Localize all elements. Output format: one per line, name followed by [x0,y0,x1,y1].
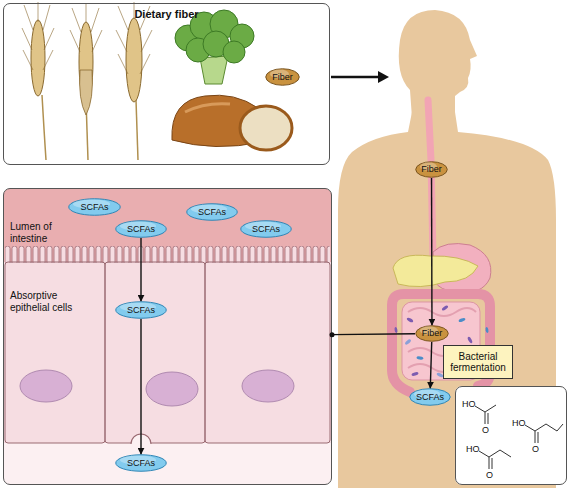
oval-shape [69,199,121,216]
esophagus [428,100,433,258]
bacterium [458,317,466,322]
oval-shape [266,69,300,86]
fiber-oval: Fiber [415,161,448,178]
scfa-oval: SCFAs [115,301,167,319]
intake-arrow [331,76,379,79]
scfa-oval: SCFAs [68,198,121,216]
wheat [22,2,152,160]
process-box: Bacterial fermentation [443,345,513,379]
bacterium [406,317,414,323]
bread [172,95,292,150]
chemical-symbol: O [532,444,539,454]
oval-shape [241,221,292,238]
wheat-ear [31,20,45,96]
region-label: Absorptive epithelial cells [10,290,94,313]
bacterium [416,356,423,360]
structure-panel: HOOHOOHOO [455,386,567,485]
panel-heading: Dietary fiber [3,8,330,21]
wheat-stem [42,95,46,160]
node-label: SCFAs [127,224,155,234]
chemical-symbol: HO [466,444,480,454]
flow-arrow [431,178,433,325]
scfa-oval: SCFAs [115,454,167,472]
node-label: Bacterial fermentation [446,351,510,374]
chemical-structures [475,405,563,469]
nucleus [20,370,72,402]
nucleus [242,370,294,402]
bread-highlight [185,104,230,112]
chemical-symbol: HO [512,418,526,428]
node-label: SCFAs [198,207,226,217]
oval-shape [416,162,448,178]
scfa-oval: SCFAs [240,220,292,238]
epithelial-cell [105,262,205,443]
arrow-head [378,71,389,83]
microvilli [5,246,330,263]
transporter-channel [131,434,151,444]
butyrate-bonds [525,424,563,431]
node-label: SCFAs [127,458,155,468]
bacterium [441,305,449,312]
chemical-symbol: O [482,425,489,435]
basal-side [4,443,332,485]
node-label: Fiber [422,328,443,338]
flow-arrow [140,238,141,301]
epithelium [4,189,332,485]
cell-layer [4,262,332,443]
node-label: SCFAs [127,305,155,315]
carbonyl-bond [535,431,538,443]
head [399,10,477,118]
wheat-awns [22,2,54,70]
oval-shape [116,221,167,238]
oval-shape [116,455,167,472]
chemical-symbol: HO [462,399,476,409]
intestine-coil [408,308,476,316]
scfa-oval: SCFAs [115,220,167,238]
bacterium [411,372,419,377]
oval-shape [416,326,449,342]
bread-slice [240,106,292,150]
carbonyl-bond [485,412,488,424]
bacterium [467,336,473,344]
scfa-oval: SCFAs [186,203,238,221]
oval-shape [116,302,167,319]
acetate-bonds [475,405,496,412]
bacterium [394,327,398,333]
region-label: Lumen of intestine [10,221,72,244]
broccoli [175,10,254,84]
oval-shape [410,389,451,406]
wheat-stem [136,100,138,160]
lumen [4,189,332,265]
fiber-oval: Fiber [265,68,300,86]
node-label: SCFAs [416,392,444,402]
epithelial-cell [205,262,330,443]
broccoli-floret [223,41,245,63]
carbonyl-bond [489,457,492,469]
fiber-oval: Fiber [415,325,449,342]
wheat-sheath [80,70,93,115]
epithelial-cell [5,262,105,443]
flow-arrow [430,342,431,388]
intestine-panel: Lumen of intestineAbsorptive epithelial … [3,188,332,485]
oval-shape [187,204,238,221]
propionate-bonds [479,450,511,457]
bacterium [404,339,411,346]
node-label: Fiber [272,72,293,82]
structure-panel-fill [455,386,567,485]
chemical-symbol: O [486,470,493,480]
flow-arrow [140,319,141,454]
bacterium [485,327,489,333]
node-label: Fiber [421,164,442,174]
node-label: SCFAs [80,202,108,212]
food-panel: Dietary fiberFiber [3,3,330,165]
nucleus [146,372,198,406]
liver [393,255,478,286]
wheat-awns [70,3,102,52]
flow-arrow [332,333,415,335]
leader-dot [330,332,335,337]
scfa-oval: SCFAs [409,388,451,406]
wheat-ear [126,18,142,102]
node-label: SCFAs [252,224,280,234]
